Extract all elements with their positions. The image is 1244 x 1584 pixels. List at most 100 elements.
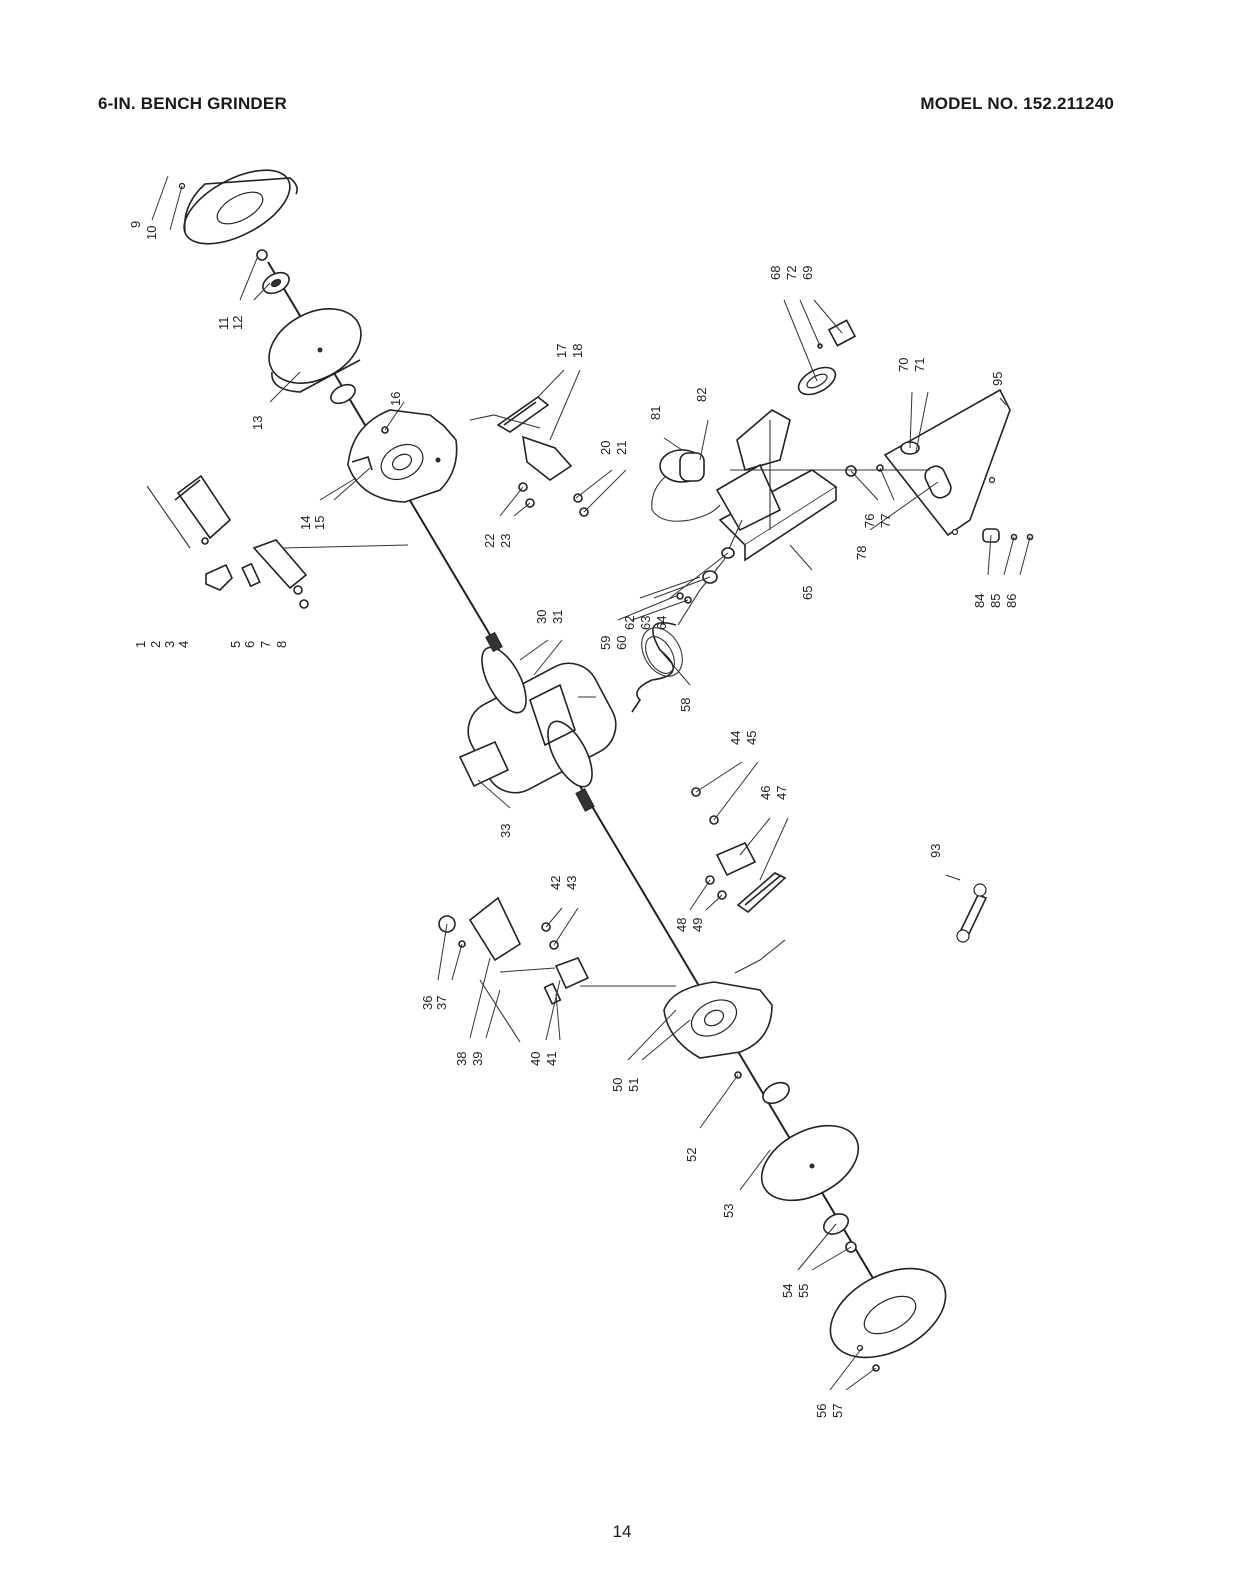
wheel-guard-cover-top <box>178 169 298 245</box>
grinding-wheel-top <box>268 308 362 393</box>
callout-leader <box>333 467 371 501</box>
callout-48: 48 <box>674 918 689 932</box>
callout-70: 70 <box>896 358 911 372</box>
callout-53: 53 <box>721 1204 736 1218</box>
tool-rest-bottom <box>691 787 787 914</box>
callout-37: 37 <box>434 996 449 1010</box>
callout-leader <box>783 299 818 382</box>
wheel-guard-cover-bottom <box>734 1071 947 1372</box>
callout-56: 56 <box>814 1404 829 1418</box>
callout-33: 33 <box>498 824 513 838</box>
mounting-plate <box>830 388 1011 537</box>
model-number: MODEL NO. 152.211240 <box>920 94 1114 113</box>
callout-21: 21 <box>614 441 629 455</box>
callout-leader <box>549 369 581 441</box>
callout-17: 17 <box>554 344 569 358</box>
page-title: 6-IN. BENCH GRINDER <box>98 94 287 113</box>
callout-78: 78 <box>854 546 869 560</box>
callout-38: 38 <box>454 1052 469 1066</box>
tool-rest-top <box>469 396 573 481</box>
callout-57: 57 <box>830 1404 845 1418</box>
callout-59: 59 <box>598 636 613 650</box>
callout-84: 84 <box>972 594 987 608</box>
callout-leader <box>545 979 561 1041</box>
switch-assembly <box>797 319 857 396</box>
callout-63: 63 <box>638 616 653 630</box>
callout-leader <box>1019 536 1031 576</box>
callout-86: 86 <box>1004 594 1019 608</box>
callout-13: 13 <box>250 416 265 430</box>
callout-leader <box>915 391 929 453</box>
page-number: 14 <box>612 1522 632 1541</box>
callout-60: 60 <box>614 636 629 650</box>
callout-leader <box>627 1009 677 1061</box>
callout-leader <box>617 595 677 621</box>
callout-leader <box>879 467 895 501</box>
callout-leader <box>813 299 843 334</box>
callout-20: 20 <box>598 441 613 455</box>
callout-18: 18 <box>570 344 585 358</box>
callout-52: 52 <box>684 1148 699 1162</box>
wheel-nut-flange-top <box>256 249 290 295</box>
callout-45: 45 <box>744 731 759 745</box>
wheel-guard-bottom <box>663 939 786 1059</box>
callout-72: 72 <box>784 266 799 280</box>
callout-leader <box>739 817 771 856</box>
callout-23: 23 <box>498 534 513 548</box>
callout-leader <box>499 486 524 517</box>
callout-leader <box>999 397 1007 406</box>
callout-leader <box>239 255 259 301</box>
callout-95: 95 <box>990 372 1005 386</box>
callout-85: 85 <box>988 594 1003 608</box>
callout-41: 41 <box>544 1052 559 1066</box>
callout-64: 64 <box>654 616 669 630</box>
callout-42: 42 <box>548 876 563 890</box>
callout-leader <box>797 1223 837 1271</box>
capacitor <box>651 449 721 522</box>
shield-bracket-top <box>241 539 409 609</box>
callout-leaders <box>151 175 1031 1391</box>
callout-leader <box>789 544 813 571</box>
callout-55: 55 <box>796 1284 811 1298</box>
callout-62: 62 <box>622 616 637 630</box>
callout-leader <box>533 639 563 676</box>
callout-47: 47 <box>774 786 789 800</box>
callout-2: 2 <box>148 641 163 648</box>
callout-36: 36 <box>420 996 435 1010</box>
callout-77: 77 <box>878 514 893 528</box>
callout-leader <box>555 993 561 1041</box>
callout-leader <box>319 477 357 501</box>
callout-leader <box>669 552 729 599</box>
callout-leader <box>631 599 689 621</box>
callout-8: 8 <box>274 641 289 648</box>
wrench <box>956 883 988 943</box>
callout-51: 51 <box>626 1078 641 1092</box>
callout-15: 15 <box>312 516 327 530</box>
callout-leader <box>705 894 723 911</box>
callout-40: 40 <box>528 1052 543 1066</box>
inner-flange-top <box>330 383 356 405</box>
callout-16: 16 <box>388 392 403 406</box>
callout-leader <box>850 470 879 501</box>
callout-leader <box>469 957 491 1039</box>
callout-leader <box>695 761 743 793</box>
power-cord <box>631 519 743 713</box>
callout-76: 76 <box>862 514 877 528</box>
callout-43: 43 <box>564 876 579 890</box>
callout-leader <box>689 879 711 911</box>
callout-leader <box>639 576 701 599</box>
callout-14: 14 <box>298 516 313 530</box>
callout-71: 71 <box>912 358 927 372</box>
callout-leader <box>759 817 789 881</box>
motor-housing <box>467 631 617 812</box>
callout-leader <box>519 639 549 661</box>
callout-31: 31 <box>550 610 565 624</box>
callout-leader <box>653 576 711 599</box>
callout-leader <box>253 282 271 301</box>
callout-93: 93 <box>928 844 943 858</box>
callout-leader <box>269 371 301 403</box>
callout-7: 7 <box>258 641 273 648</box>
callout-leader <box>869 481 939 531</box>
callout-leader <box>811 1246 852 1271</box>
